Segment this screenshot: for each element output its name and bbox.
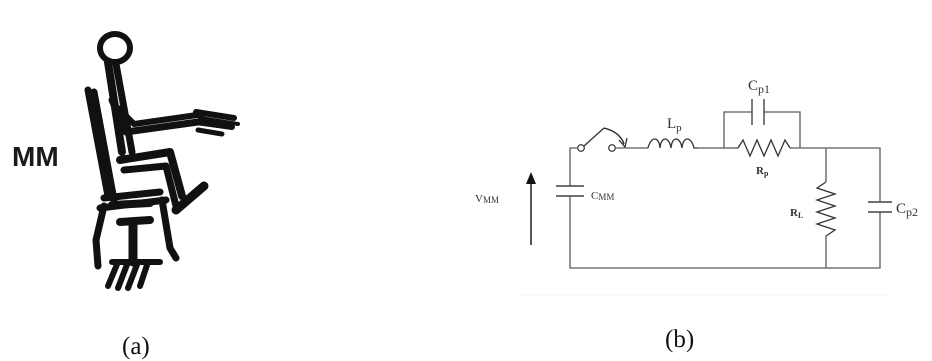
circuit-wires [569, 111, 881, 269]
resistor-rp-icon [737, 138, 791, 158]
inductor-lp-icon [647, 138, 698, 149]
chair-icon [84, 86, 180, 270]
label-vmm: VMM [475, 193, 499, 205]
capacitor-cmm-icon [556, 185, 584, 197]
label-cp1: Cp1 [748, 78, 770, 96]
label-cmm: CMM [591, 190, 614, 202]
seated-person-drawing [84, 31, 240, 291]
label-rp: Rp [756, 165, 769, 178]
label-cp2: Cp2 [896, 201, 918, 219]
capacitor-cp2-icon [868, 201, 892, 213]
caption-a: (a) [122, 333, 150, 360]
caption-b: (b) [665, 326, 694, 353]
person-icon [97, 31, 240, 215]
mm-label: MM [12, 141, 59, 172]
circuit-diagram [526, 99, 892, 269]
ground-hatch-icon [105, 259, 163, 291]
capacitor-cp1-icon [751, 99, 765, 125]
label-rl: RL [790, 207, 803, 220]
voltage-arrow-icon [526, 172, 536, 245]
label-lp: Lp [667, 116, 682, 134]
resistor-rl-icon [814, 181, 838, 237]
